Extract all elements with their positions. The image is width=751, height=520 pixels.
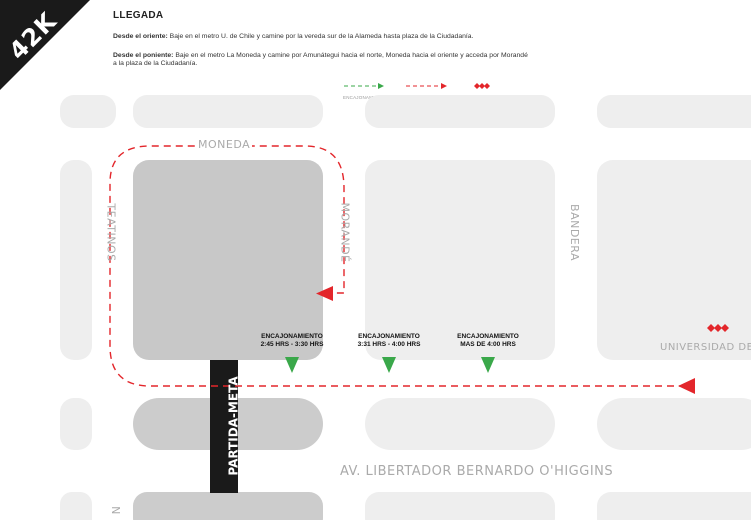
partida-meta-strip	[210, 360, 238, 493]
legend-metro-diamonds-icon	[474, 83, 490, 89]
route-path	[109, 145, 686, 387]
corral-2-label: ENCAJONAMIENTO 3:31 HRS - 4:00 HRS	[353, 333, 425, 349]
corral-3-time: MAS DE 4:00 HRS	[460, 341, 516, 348]
oriente-text: Baje en el metro U. de Chile y camine po…	[169, 33, 474, 40]
corral-2-title: ENCAJONAMIENTO	[358, 333, 420, 340]
legend-graphics	[344, 83, 490, 89]
block-morande-bandera	[365, 160, 555, 360]
block-bottom-3	[365, 492, 555, 520]
corral-1-label: ENCAJONAMIENTO 2:45 HRS - 3:30 HRS	[256, 333, 328, 349]
street-teatinos: TEATINOS	[104, 203, 118, 262]
oriente-label: Desde el oriente:	[113, 33, 168, 40]
block-bandera-east	[597, 160, 751, 360]
corral-1-title: ENCAJONAMIENTO	[261, 333, 323, 340]
finish-arrow-icon	[316, 286, 333, 301]
metro-diamonds-icon	[707, 324, 729, 332]
street-alameda: AV. LIBERTADOR BERNARDO O'HIGGINS	[340, 464, 614, 479]
corral-2-triangle-icon	[382, 357, 396, 373]
block-top-4	[597, 95, 751, 128]
block-top-1	[60, 95, 116, 128]
block-bottom-1	[60, 492, 92, 520]
block-left-edge	[60, 160, 92, 360]
partida-meta-label: PARTIDA-META	[226, 376, 241, 476]
poniente-instructions: Desde el poniente: Baje en el metro La M…	[113, 52, 533, 68]
poniente-text: Baje en el metro La Moneda y camine por …	[113, 52, 528, 67]
metro-station-label: UNIVERSIDAD DE	[660, 342, 751, 353]
block-bottom-2	[133, 492, 323, 520]
street-morande: MORANDÉ	[338, 202, 352, 263]
legend-green-arrow-icon	[378, 83, 384, 89]
corral-2-time: 3:31 HRS - 4:00 HRS	[357, 341, 421, 348]
oriente-instructions: Desde el oriente: Baje en el metro U. de…	[113, 33, 533, 41]
block-top-2	[133, 95, 323, 128]
street-bandera: BANDERA	[567, 204, 581, 261]
block-alameda-2	[365, 398, 555, 450]
block-alameda-left-edge	[60, 398, 92, 450]
corner-badge	[0, 0, 90, 90]
corral-1-time: 2:45 HRS - 3:30 HRS	[260, 341, 324, 348]
corral-3-triangle-icon	[481, 357, 495, 373]
street-partial-n: N	[108, 506, 122, 515]
page-title: LLEGADA	[113, 10, 164, 21]
legend-red-arrow-icon	[441, 83, 447, 89]
corral-3-label: ENCAJONAMIENTO MAS DE 4:00 HRS	[452, 333, 524, 349]
block-top-3	[365, 95, 555, 128]
block-plaza	[133, 160, 323, 360]
corral-3-title: ENCAJONAMIENTO	[457, 333, 519, 340]
legend-encajonamiento: ENCAJONAMIENTO	[343, 95, 388, 100]
street-moneda: MONEDA	[196, 138, 253, 151]
start-arrow-icon	[678, 378, 695, 394]
poniente-label: Desde el poniente:	[113, 52, 174, 59]
block-alameda-3	[597, 398, 751, 450]
block-bottom-4	[597, 492, 751, 520]
corral-1-triangle-icon	[285, 357, 299, 373]
